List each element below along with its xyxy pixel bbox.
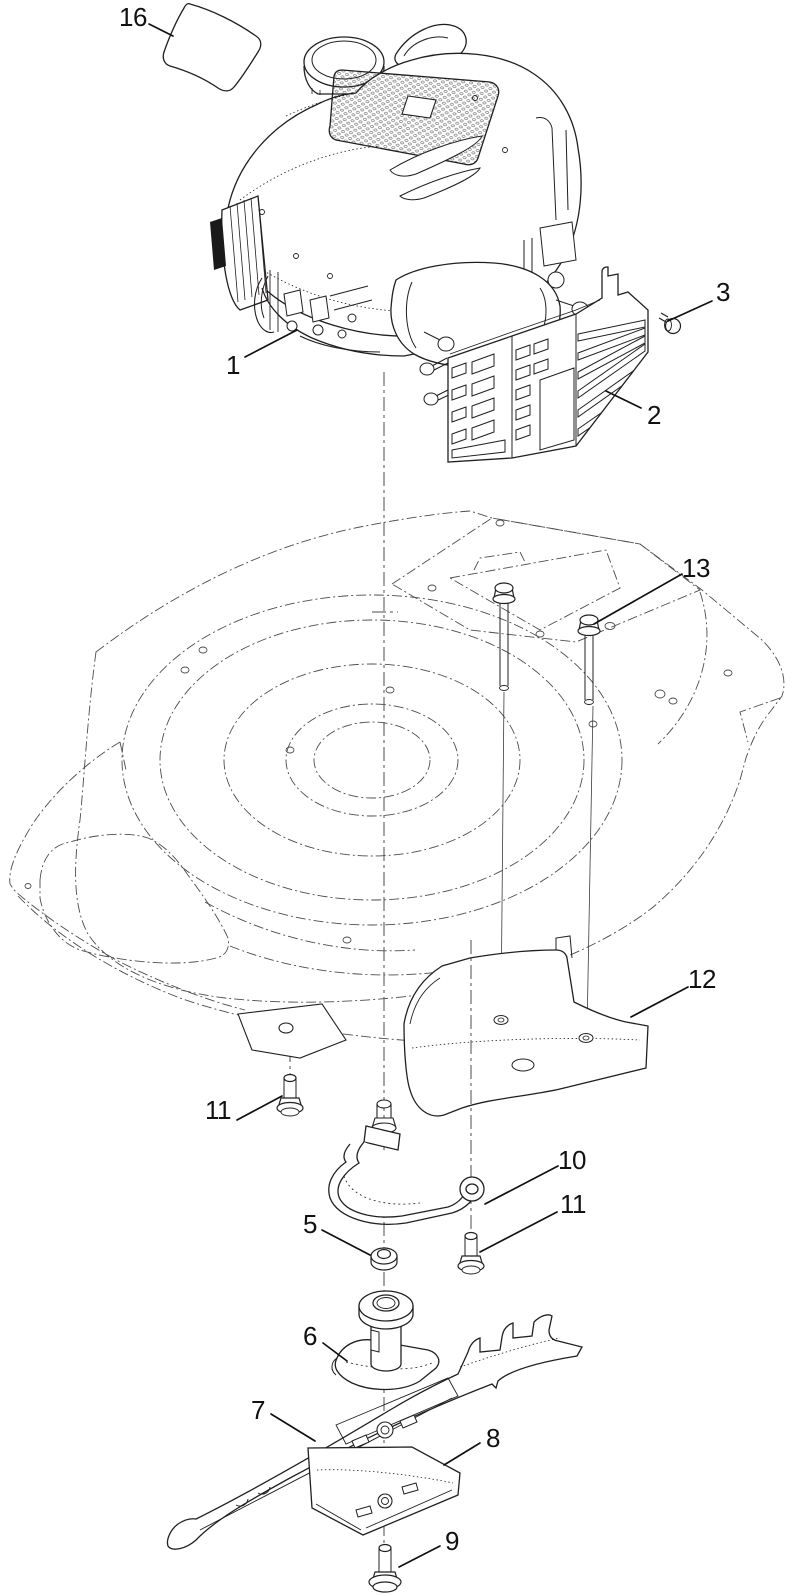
decal-part-drawing bbox=[162, 2, 262, 92]
deck-bolt-left-drawing bbox=[276, 1073, 304, 1117]
discharge-baffle-drawing bbox=[403, 935, 649, 1117]
engine-assembly-drawing bbox=[210, 23, 589, 406]
callout-2: 2 bbox=[647, 400, 661, 430]
callout-13: 13 bbox=[682, 553, 710, 583]
callout-leader-lines bbox=[148, 23, 713, 1568]
callout-11-left: 11 bbox=[205, 1095, 232, 1125]
deck-lower-flange-drawing bbox=[237, 1003, 347, 1059]
callout-7: 7 bbox=[251, 1395, 265, 1425]
brake-bracket-drawing bbox=[328, 1099, 485, 1225]
callout-12: 12 bbox=[688, 964, 716, 994]
guard-bolt-drawing bbox=[658, 312, 682, 335]
engine-mount-bolts-drawing bbox=[492, 582, 601, 705]
callout-3: 3 bbox=[716, 277, 730, 307]
callout-5: 5 bbox=[303, 1209, 317, 1239]
blade-drawing bbox=[166, 1314, 583, 1550]
callout-16: 16 bbox=[119, 2, 147, 32]
accelerator-plate-drawing bbox=[307, 1446, 461, 1536]
callout-10: 10 bbox=[558, 1145, 586, 1175]
blade-driver-drawing bbox=[331, 1290, 440, 1391]
callout-6: 6 bbox=[303, 1321, 317, 1351]
callout-9: 9 bbox=[445, 1526, 459, 1556]
callout-1: 1 bbox=[226, 350, 240, 380]
washer-drawing bbox=[370, 1247, 398, 1271]
deck-bolt-right-drawing bbox=[457, 1231, 485, 1275]
muffler-guard-drawing bbox=[447, 266, 649, 463]
callout-8: 8 bbox=[486, 1423, 500, 1453]
mower-deck-phantom-drawing bbox=[9, 510, 785, 1043]
callout-11-right: 11 bbox=[560, 1189, 587, 1219]
blade-bolt-drawing bbox=[368, 1543, 402, 1593]
